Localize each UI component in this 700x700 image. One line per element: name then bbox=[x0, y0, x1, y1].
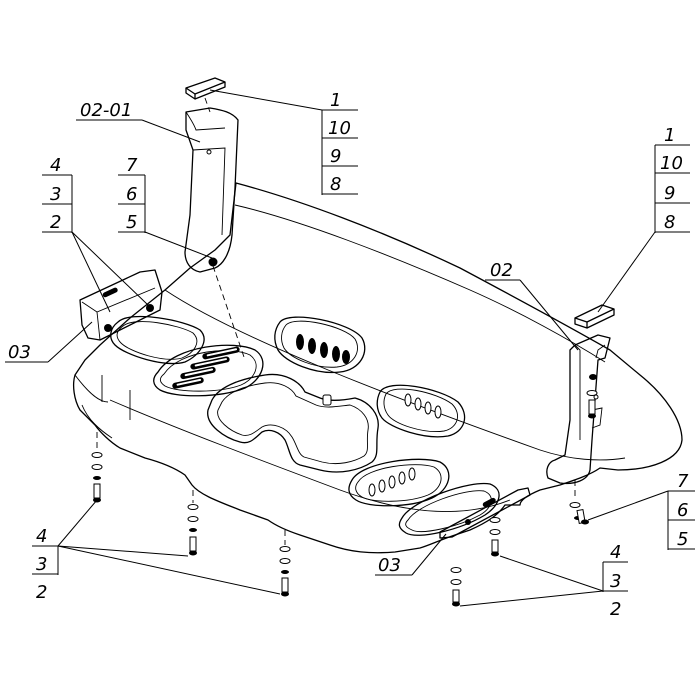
louver-slots-top bbox=[296, 334, 350, 364]
oval-holes-right-lower bbox=[368, 467, 416, 497]
label-strip-03-left: 03 bbox=[8, 342, 31, 363]
label-4: 4 bbox=[50, 155, 61, 176]
label-stack-top-center: 1 10 9 8 bbox=[328, 90, 351, 195]
label-6: 6 bbox=[677, 500, 688, 521]
plate-slot-left-louver bbox=[153, 344, 264, 397]
label-3: 3 bbox=[610, 571, 621, 592]
label-7: 7 bbox=[677, 471, 689, 492]
bolt-stack-bottom-1 bbox=[450, 567, 462, 607]
plate-slot-bottom-right bbox=[398, 482, 500, 536]
label-2: 2 bbox=[36, 582, 47, 603]
bracket-02 bbox=[546, 334, 611, 485]
bracket-02-01 bbox=[184, 107, 239, 273]
washer-top-left bbox=[185, 77, 226, 113]
bolt-stack-left-2 bbox=[187, 490, 199, 556]
label-stack-bottom-left: 4 3 2 bbox=[36, 526, 47, 603]
label-stack-right-mid: 7 6 5 bbox=[677, 471, 689, 550]
label-4: 4 bbox=[610, 542, 621, 563]
label-5: 5 bbox=[677, 529, 688, 550]
label-7: 7 bbox=[126, 155, 138, 176]
skid-plate bbox=[73, 182, 683, 554]
bolt-stack-right bbox=[569, 480, 589, 525]
label-8: 8 bbox=[330, 174, 341, 195]
label-3: 3 bbox=[36, 554, 47, 575]
label-8: 8 bbox=[664, 212, 675, 233]
label-stack-right-upper: 1 10 9 8 bbox=[660, 125, 683, 233]
label-bracket-02: 02 bbox=[490, 260, 513, 281]
strip-03-bottom bbox=[439, 487, 531, 539]
label-9: 9 bbox=[664, 183, 675, 204]
leaders bbox=[5, 89, 695, 607]
label-1: 1 bbox=[664, 125, 675, 146]
label-9: 9 bbox=[330, 146, 341, 167]
label-4: 4 bbox=[36, 526, 47, 547]
bolt-stack-bottom-2 bbox=[489, 517, 501, 557]
plate-slot-right-upper bbox=[376, 384, 466, 438]
louver-slots-left bbox=[172, 346, 240, 389]
bolt-stack-left-3 bbox=[279, 530, 291, 597]
plate-cutout-center-meander bbox=[207, 373, 379, 473]
label-10: 10 bbox=[328, 118, 351, 139]
label-3: 3 bbox=[50, 184, 61, 205]
oval-holes-right-upper bbox=[404, 393, 442, 419]
label-stack-left-mid: 7 6 5 bbox=[126, 155, 138, 233]
label-1: 1 bbox=[330, 90, 341, 111]
label-2: 2 bbox=[50, 212, 61, 233]
label-6: 6 bbox=[126, 184, 137, 205]
label-strip-03-bottom: 03 bbox=[378, 555, 401, 576]
plate-slot-top-louver bbox=[274, 316, 366, 374]
label-bracket-02-01: 02-01 bbox=[80, 100, 132, 121]
label-stack-left-upper: 4 3 2 bbox=[50, 155, 61, 233]
washer-top-right bbox=[574, 304, 615, 329]
plate-slot-right-lower bbox=[348, 458, 450, 507]
label-2: 2 bbox=[610, 599, 621, 620]
strip-03-left bbox=[79, 269, 163, 341]
label-10: 10 bbox=[660, 153, 683, 174]
label-5: 5 bbox=[126, 212, 137, 233]
bolt-stack-left-1 bbox=[91, 432, 103, 503]
plate-slot-upper-left bbox=[110, 315, 205, 365]
bolt-right-bracket bbox=[586, 390, 598, 419]
label-stack-bottom-right: 4 3 2 bbox=[610, 542, 621, 620]
axis-bracket-left bbox=[212, 265, 246, 361]
